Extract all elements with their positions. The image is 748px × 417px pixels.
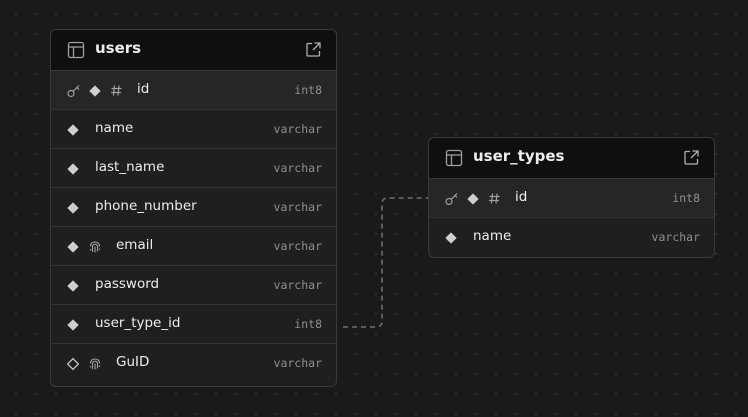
foreign-key-relation-line xyxy=(343,197,429,328)
column-row-phone-number[interactable]: phone_number varchar xyxy=(51,188,336,227)
key-icon xyxy=(445,192,459,206)
not-null-diamond-icon xyxy=(66,201,80,215)
column-name: id xyxy=(515,189,528,205)
column-type: varchar xyxy=(273,122,322,136)
column-type: varchar xyxy=(273,200,322,214)
table-title: users xyxy=(95,39,142,57)
column-type: int8 xyxy=(294,317,322,331)
table-title: user_types xyxy=(473,147,565,165)
not-null-diamond-icon xyxy=(66,123,80,137)
external-link-icon[interactable] xyxy=(683,149,700,166)
column-type: varchar xyxy=(651,230,700,244)
identity-hash-icon xyxy=(488,192,501,205)
column-row-last-name[interactable]: last_name varchar xyxy=(51,149,336,188)
users-table-header: users xyxy=(51,30,336,71)
not-null-diamond-icon xyxy=(66,240,80,254)
not-null-diamond-icon xyxy=(88,84,102,98)
nullable-diamond-outline-icon xyxy=(66,357,80,371)
unique-fingerprint-icon xyxy=(88,357,102,371)
column-type: varchar xyxy=(273,278,322,292)
not-null-diamond-icon xyxy=(466,192,480,206)
column-type: varchar xyxy=(273,161,322,175)
not-null-diamond-icon xyxy=(66,279,80,293)
column-row-id[interactable]: id int8 xyxy=(51,71,336,110)
column-type: varchar xyxy=(273,239,322,253)
identity-hash-icon xyxy=(110,84,123,97)
column-row-password[interactable]: password varchar xyxy=(51,266,336,305)
not-null-diamond-icon xyxy=(444,231,458,245)
column-row-user-type-id[interactable]: user_type_id int8 xyxy=(51,305,336,344)
user-types-table-card[interactable]: user_types id int8 name varchar xyxy=(428,137,715,258)
column-type: int8 xyxy=(294,83,322,97)
column-row-email[interactable]: email varchar xyxy=(51,227,336,266)
column-type: int8 xyxy=(672,191,700,205)
external-link-icon[interactable] xyxy=(305,41,322,58)
column-name: last_name xyxy=(95,159,165,175)
column-name: password xyxy=(95,276,160,292)
column-row-guid[interactable]: GuID varchar xyxy=(51,344,336,383)
column-row-name[interactable]: name varchar xyxy=(51,110,336,149)
column-name: phone_number xyxy=(95,198,197,214)
column-name: name xyxy=(95,120,134,136)
column-type: varchar xyxy=(273,356,322,370)
not-null-diamond-icon xyxy=(66,318,80,332)
column-row-id[interactable]: id int8 xyxy=(429,179,714,218)
table-icon xyxy=(67,41,85,59)
user-types-table-header: user_types xyxy=(429,138,714,179)
column-name: user_type_id xyxy=(95,315,181,331)
column-name: name xyxy=(473,228,512,244)
key-icon xyxy=(67,84,81,98)
column-name: email xyxy=(116,237,154,253)
column-row-name[interactable]: name varchar xyxy=(429,218,714,257)
column-name: id xyxy=(137,81,150,97)
unique-fingerprint-icon xyxy=(88,240,102,254)
column-name: GuID xyxy=(116,354,150,370)
not-null-diamond-icon xyxy=(66,162,80,176)
table-icon xyxy=(445,149,463,167)
users-table-card[interactable]: users id int8 name varchar last_name var… xyxy=(50,29,337,387)
